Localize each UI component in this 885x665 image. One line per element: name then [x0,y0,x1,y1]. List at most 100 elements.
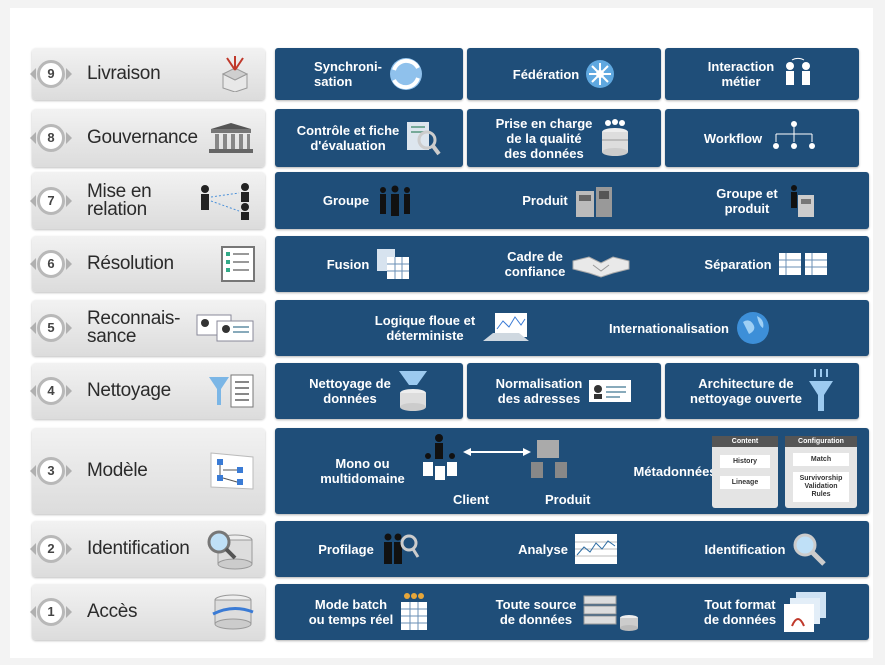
item-cadre-de-confiance: Cadre de confiance [504,249,566,279]
step-5-label: Reconnais- sance [87,308,181,347]
item-fusion: Fusion [326,256,370,272]
item-toute-source: Toute source de données [495,597,577,627]
step-1-panel: Mode batch ou temps réel Toute source de… [275,584,869,640]
step-9-panel-3: Interaction métier [665,48,859,100]
item-federation: Fédération [512,66,580,82]
federation-hub-icon [586,60,615,88]
step-8-row: 8 Gouvernance Contrôle et fiche d'évalua… [30,109,865,167]
step-9-row: 9 Livraison Synchroni- sation Fédération… [30,48,865,100]
step-2-label: Identification [87,538,190,559]
step-3-panel: Mono ou multidomaine Client Produit Méta… [275,428,869,514]
step-6-panel: Fusion Cadre de confiance Séparation [275,236,869,292]
item-metadonnees: Métadonnées [633,463,717,479]
step-3-row: 3 Modèle Mono ou multidomaine Client Pro… [30,428,869,514]
step-3-badge: 3 [30,457,72,485]
metadata-content-card: Content History Lineage [712,436,778,508]
step-6-row: 6 Résolution Fusion Cadre de confiance S… [30,236,869,292]
filter-doc-icon [207,373,255,409]
step-8-panel-1: Contrôle et fiche d'évaluation [275,109,463,167]
step-9-left: 9 Livraison [30,48,265,100]
step-8-label: Gouvernance [87,127,198,148]
step-2-left: 2 Identification [30,521,265,577]
step-9-label: Livraison [87,63,161,84]
configuration-match: Match [793,453,849,466]
batch-grid-icon [401,593,428,630]
content-lineage: Lineage [720,476,770,489]
split-sheets-icon [778,253,827,275]
step-7-left: 7 Mise en relation [30,172,265,229]
step-4-panel-3: Architecture de nettoyage ouverte [665,363,859,419]
step-4-panel-1: Nettoyage de données [275,363,463,419]
magnifier-icon [793,533,827,566]
checklist-icon [221,246,255,282]
step-8-badge: 8 [30,124,72,152]
sync-globe-icon [389,58,422,90]
client-product-graphic [415,432,575,492]
step-5-left: 5 Reconnais- sance [30,300,265,356]
item-mono-multidomaine: Mono ou multidomaine [320,456,405,486]
step-4-row: 4 Nettoyage Nettoyage de données Normali… [30,363,865,419]
funnel-database-icon [398,371,427,411]
step-7-panel: Groupe Produit Groupe et produit [275,172,869,229]
step-4-left: 4 Nettoyage [30,363,265,419]
item-produit-model: Produit [545,492,591,507]
item-groupe-et-produit: Groupe et produit [716,185,778,216]
step-1-label: Accès [87,601,138,622]
documents-pdf-icon [784,592,827,632]
item-nettoyage-donnees: Nettoyage de données [309,376,391,406]
step-1-badge: 1 [30,598,72,626]
database-people-icon [602,119,629,156]
laptop-chart-icon [483,313,530,341]
model-diagram-icon [209,451,255,491]
step-5-row: 5 Reconnais- sance Logique floue et déte… [30,300,869,356]
item-synchronisation: Synchroni- sation [314,59,382,89]
step-9-panel-2: Fédération [467,48,661,100]
item-mode-batch: Mode batch ou temps réel [308,597,394,627]
step-8-panel-3: Workflow [665,109,859,167]
step-4-badge: 4 [30,377,72,405]
step-9-badge: 9 [30,60,72,88]
globe-icon [736,312,769,344]
item-controle: Contrôle et fiche d'évaluation [296,123,400,153]
profiling-people-icon [383,533,420,564]
step-9-panel-1: Synchroni- sation [275,48,463,100]
funnel-arrows-icon [808,369,833,411]
content-history: History [720,455,770,468]
database-access-icon [211,592,255,632]
id-cards-icon [195,313,255,343]
workflow-tree-icon [773,121,816,149]
business-people-icon [786,57,811,85]
step-3-left: 3 Modèle [30,428,265,514]
item-prise-en-charge: Prise en charge de la qualité des donnée… [495,115,593,161]
configuration-rules: Survivorship Validation Rules [793,472,849,502]
scorecard-magnifier-icon [407,122,441,156]
item-workflow: Workflow [703,130,763,146]
step-8-panel-2: Prise en charge de la qualité des donnée… [467,109,661,167]
governance-building-icon [207,121,255,155]
step-6-left: 6 Résolution [30,236,265,292]
address-card-icon [589,380,632,402]
group-product-icon [790,184,814,217]
step-6-label: Résolution [87,253,174,274]
item-internationalisation: Internationalisation [609,320,729,336]
step-4-label: Nettoyage [87,380,171,401]
item-tout-format: Tout format de données [703,597,777,627]
merge-sheets-icon [377,249,410,279]
analysis-chart-icon [574,534,617,564]
item-profilage: Profilage [318,541,374,557]
group-people-icon [380,185,411,216]
product-machines-icon [575,186,612,217]
step-2-row: 2 Identification Profilage Analyse Ident… [30,521,869,577]
step-7-row: 7 Mise en relation Groupe Produit Groupe… [30,172,869,229]
item-client: Client [453,492,490,507]
handshake-icon [572,256,630,278]
step-3-label: Modèle [87,460,148,481]
step-7-label: Mise en relation [87,180,152,220]
item-architecture: Architecture de nettoyage ouverte [690,376,802,406]
step-4-panel-2: Normalisation des adresses [467,363,661,419]
step-5-badge: 5 [30,314,72,342]
item-logique-floue: Logique floue et déterministe [374,313,476,343]
item-produit: Produit [522,193,568,208]
item-normalisation: Normalisation des adresses [495,376,583,406]
database-search-icon [205,528,255,570]
